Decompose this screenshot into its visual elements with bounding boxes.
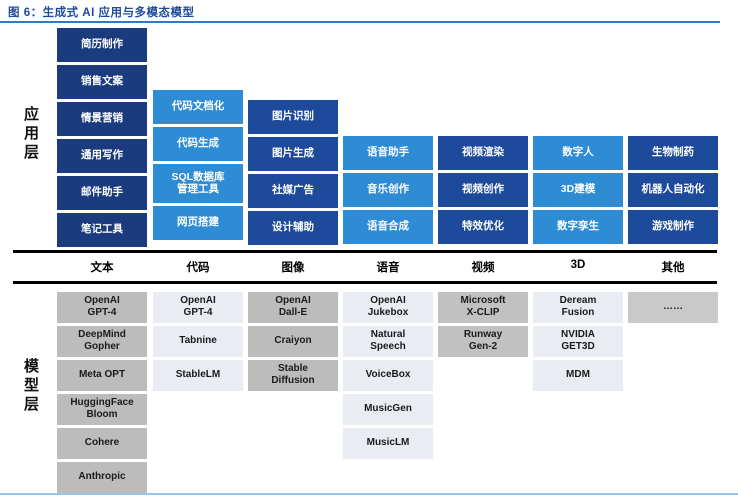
model-box: StableLM	[153, 359, 243, 391]
app-box: 音乐创作	[343, 173, 433, 207]
app-box: SQL数据库 管理工具	[153, 164, 243, 203]
model-box: VoiceBox	[343, 359, 433, 391]
app-box: 设计辅助	[248, 211, 338, 245]
model-box: MDM	[533, 359, 623, 391]
app-box: 笔记工具	[57, 213, 147, 247]
model-box: NVIDIA GET3D	[533, 325, 623, 357]
model-col-7: ……	[628, 292, 718, 323]
app-box: 数字孪生	[533, 210, 623, 244]
app-box: 语音助手	[343, 136, 433, 170]
model-box: ……	[628, 292, 718, 323]
model-box: OpenAI Jukebox	[343, 292, 433, 323]
category-label-3: 图像	[281, 262, 305, 274]
model-box: OpenAI GPT-4	[57, 292, 147, 323]
model-box: Anthropic	[57, 461, 147, 493]
model-layer-label: 模型层	[22, 358, 39, 415]
app-box: 情景营销	[57, 102, 147, 136]
figure-title: 图 6：生成式 AI 应用与多模态模型	[8, 7, 195, 19]
title-underline	[0, 21, 720, 23]
divider-top	[13, 250, 717, 253]
category-label-6: 3D	[570, 259, 586, 271]
app-col-4: 语音助手音乐创作语音合成	[343, 136, 433, 244]
model-box: Craiyon	[248, 325, 338, 357]
app-box: 通用写作	[57, 139, 147, 173]
app-box: 社媒广告	[248, 174, 338, 208]
model-box: OpenAI GPT-4	[153, 292, 243, 323]
model-box: Cohere	[57, 427, 147, 459]
app-box: 语音合成	[343, 210, 433, 244]
app-box: 生物制药	[628, 136, 718, 170]
model-box: HuggingFace Bloom	[57, 393, 147, 425]
app-box: 销售文案	[57, 65, 147, 99]
app-box: 3D建模	[533, 173, 623, 207]
app-layer-label: 应用层	[22, 106, 39, 163]
app-box: 视频创作	[438, 173, 528, 207]
app-col-7: 生物制药机器人自动化游戏制作	[628, 136, 718, 244]
app-box: 代码生成	[153, 127, 243, 161]
app-box: 游戏制作	[628, 210, 718, 244]
model-box: Natural Speech	[343, 325, 433, 357]
category-label-1: 文本	[90, 262, 114, 274]
app-box: 特效优化	[438, 210, 528, 244]
model-box: Deream Fusion	[533, 292, 623, 323]
model-box: MusicGen	[343, 393, 433, 425]
model-box: OpenAI Dall-E	[248, 292, 338, 323]
model-box: MusicLM	[343, 427, 433, 459]
app-col-5: 视频渲染视频创作特效优化	[438, 136, 528, 244]
app-box: 代码文档化	[153, 90, 243, 124]
model-box: DeepMind Gopher	[57, 325, 147, 357]
model-box: Tabnine	[153, 325, 243, 357]
category-label-2: 代码	[186, 262, 210, 274]
category-label-5: 视频	[471, 262, 495, 274]
app-box: 网页搭建	[153, 206, 243, 240]
app-box: 数字人	[533, 136, 623, 170]
model-box: Microsoft X-CLIP	[438, 292, 528, 323]
app-col-3: 图片识别图片生成社媒广告设计辅助	[248, 100, 338, 245]
app-col-1: 简历制作销售文案情景营销通用写作邮件助手笔记工具	[57, 28, 147, 247]
app-box: 简历制作	[57, 28, 147, 62]
bottom-rule	[0, 493, 738, 495]
category-label-4: 语音	[376, 262, 400, 274]
model-box: Meta OPT	[57, 359, 147, 391]
model-box: Stable Diffusion	[248, 359, 338, 391]
app-box: 图片识别	[248, 100, 338, 134]
app-box: 机器人自动化	[628, 173, 718, 207]
app-box: 视频渲染	[438, 136, 528, 170]
category-label-7: 其他	[661, 262, 685, 274]
divider-bottom	[13, 281, 717, 284]
model-box: Runway Gen-2	[438, 325, 528, 357]
app-box: 邮件助手	[57, 176, 147, 210]
app-box: 图片生成	[248, 137, 338, 171]
